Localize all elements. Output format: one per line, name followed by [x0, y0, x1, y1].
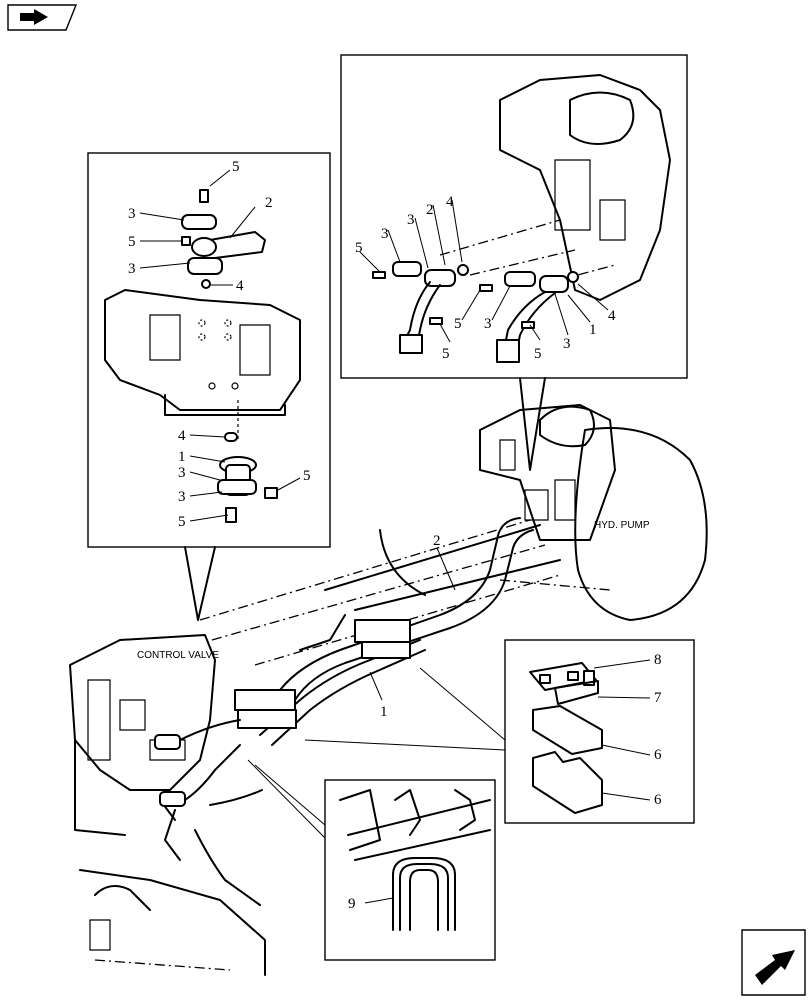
callout-3-d: 3: [563, 336, 571, 352]
callout-4-b: 4: [608, 308, 616, 324]
callout-5-f: 5: [128, 234, 136, 250]
hyd-pump-label: HYD. PUMP: [594, 520, 650, 531]
callout-3-e: 3: [128, 206, 136, 222]
callout-7: 7: [654, 690, 662, 706]
callout-3-g: 3: [178, 465, 186, 481]
callout-8: 8: [654, 652, 662, 668]
callout-1-b: 1: [178, 449, 186, 465]
callout-3-f: 3: [128, 261, 136, 277]
callout-5-g: 5: [178, 514, 186, 530]
callout-5-h: 5: [303, 468, 311, 484]
control-valve-label: CONTROL VALVE: [137, 650, 219, 661]
callout-1-main: 1: [380, 704, 388, 720]
callout-6-a: 6: [654, 747, 662, 763]
main-illustration: [69, 404, 708, 976]
callout-3-b: 3: [407, 212, 415, 228]
callout-2-b: 2: [265, 195, 273, 211]
callout-2-main: 2: [433, 533, 441, 549]
callout-3-a: 3: [381, 226, 389, 242]
detail-box-pump: 5 3 3 2 4 5 5 3 5 3 1 4: [340, 54, 688, 379]
callout-3-h: 3: [178, 489, 186, 505]
callout-5-e: 5: [232, 159, 240, 175]
callout-5-b: 5: [442, 346, 450, 362]
next-page-arrow-icon[interactable]: [741, 929, 806, 996]
detail-box-valve: 5 2 3 5 3 4 4 1 3 3 5 5: [87, 152, 331, 548]
callout-4-c: 4: [236, 278, 244, 294]
callout-9: 9: [348, 896, 356, 912]
callout-2-a: 2: [426, 202, 434, 218]
callout-1-a: 1: [589, 322, 597, 338]
callout-3-c: 3: [484, 316, 492, 332]
detail-box-band: 9: [324, 779, 496, 961]
callout-6-b: 6: [654, 792, 662, 808]
callout-5-d: 5: [534, 346, 542, 362]
detail-box-clamp: 8 7 6 6: [504, 639, 695, 824]
callout-5-c: 5: [454, 316, 462, 332]
callout-4-a: 4: [446, 194, 454, 210]
book-arrow-icon[interactable]: [7, 4, 78, 31]
callout-4-d: 4: [178, 428, 186, 444]
callout-5-a: 5: [355, 240, 363, 256]
